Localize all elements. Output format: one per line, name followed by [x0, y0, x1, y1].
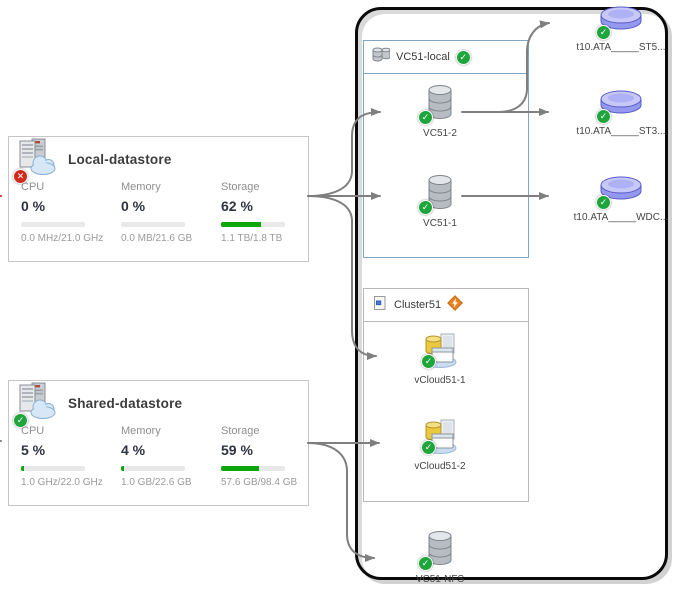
card-header: ✓ Shared-datastore	[13, 382, 183, 428]
card-local-datastore[interactable]: ✕ Local-datastore CPU 0 % 0.0 MHz/21.0 G…	[8, 136, 309, 262]
ok-badge-icon: ✓	[418, 110, 433, 125]
metric-value: 0 %	[21, 198, 46, 214]
node-vcloud51-1[interactable]: ✓ vCloud51-1	[385, 329, 495, 386]
metric-memory: Memory 0 % 0.0 MB/21.6 GB	[121, 181, 216, 244]
metric-value: 4 %	[121, 442, 146, 458]
node-label: VC51-NFS	[415, 574, 465, 585]
group-header-cluster51[interactable]: Cluster51	[364, 289, 528, 322]
datastore-icon: ✓	[418, 528, 459, 573]
progress-bar	[221, 466, 285, 471]
ok-badge-icon: ✓	[13, 412, 28, 428]
disk-icon: ✓	[596, 4, 644, 40]
metric-cpu: CPU 5 % 1.0 GHz/22.0 GHz	[21, 425, 116, 488]
ok-badge-icon: ✓	[421, 440, 436, 455]
vm-icon: ✓	[419, 415, 461, 460]
group-cluster51: Cluster51	[363, 288, 529, 502]
metric-detail: 0.0 MB/21.6 GB	[121, 233, 193, 244]
metric-memory: Memory 4 % 1.0 GB/22.6 GB	[121, 425, 216, 488]
disk-t10-ata-st5[interactable]: ✓ t10.ATA_____ST5...	[567, 4, 675, 53]
error-badge-icon: ✕	[13, 168, 28, 184]
disk-label: t10.ATA_____ST3...	[576, 126, 666, 137]
ok-badge-icon: ✓	[596, 25, 611, 40]
disk-icon: ✓	[596, 174, 644, 210]
card-shared-datastore[interactable]: ✓ Shared-datastore CPU 5 % 1.0 GHz/22.0 …	[8, 380, 309, 506]
metric-label: Storage	[221, 425, 260, 437]
metric-detail: 1.0 GHz/22.0 GHz	[21, 477, 103, 488]
vm-icon: ✓	[419, 329, 461, 374]
group-header-vc51-local[interactable]: VC51-local ✓	[364, 41, 528, 74]
group-label: Cluster51	[394, 299, 442, 311]
host-icon: ✕	[13, 138, 59, 184]
disk-label: t10.ATA_____WDC...	[573, 212, 669, 223]
node-vc51-2[interactable]: ✓ VC51-2	[385, 82, 495, 139]
datastore-icon: ✓	[418, 172, 459, 217]
ha-warning-badge-icon	[447, 294, 463, 316]
ok-badge-icon: ✓	[418, 200, 433, 215]
card-title: Shared-datastore	[68, 395, 183, 411]
node-vcloud51-2[interactable]: ✓ vCloud51-2	[385, 415, 495, 472]
metric-label: CPU	[21, 425, 45, 437]
node-vc51-1[interactable]: ✓ VC51-1	[385, 172, 495, 229]
disk-t10-ata-wdc[interactable]: ✓ t10.ATA_____WDC...	[567, 174, 675, 223]
progress-bar	[21, 222, 85, 227]
card-title: Local-datastore	[68, 151, 172, 167]
ok-badge-icon: ✓	[596, 109, 611, 124]
progress-bar	[121, 222, 185, 227]
metric-detail: 1.0 GB/22.6 GB	[121, 477, 192, 488]
node-label: VC51-2	[423, 128, 457, 139]
card-header: ✕ Local-datastore	[13, 138, 172, 184]
node-label: vCloud51-1	[414, 375, 466, 386]
node-vc51-nfs[interactable]: ✓ VC51-NFS	[385, 528, 495, 585]
node-label: VC51-1	[423, 218, 457, 229]
metric-value: 5 %	[21, 442, 46, 458]
metric-storage: Storage 59 % 57.6 GB/98.4 GB	[221, 425, 316, 488]
disk-t10-ata-st3[interactable]: ✓ t10.ATA_____ST3...	[567, 88, 675, 137]
ok-badge-icon: ✓	[455, 49, 471, 65]
metric-detail: 1.1 TB/1.8 TB	[221, 233, 283, 244]
ok-badge-icon: ✓	[418, 556, 433, 571]
metric-value: 0 %	[121, 198, 146, 214]
host-icon: ✓	[13, 382, 59, 428]
node-label: vCloud51-2	[414, 461, 466, 472]
ok-badge-icon: ✓	[421, 354, 436, 369]
metric-value: 62 %	[221, 198, 253, 214]
metric-cpu: CPU 0 % 0.0 MHz/21.0 GHz	[21, 181, 116, 244]
metric-label: CPU	[21, 181, 45, 193]
datastore-stack-icon	[372, 46, 391, 68]
metric-label: Storage	[221, 181, 260, 193]
metric-detail: 57.6 GB/98.4 GB	[221, 477, 298, 488]
metric-detail: 0.0 MHz/21.0 GHz	[21, 233, 104, 244]
datastore-icon: ✓	[418, 82, 459, 127]
metric-label: Memory	[121, 425, 161, 437]
progress-bar	[21, 466, 85, 471]
metric-storage: Storage 62 % 1.1 TB/1.8 TB	[221, 181, 316, 244]
progress-bar	[221, 222, 285, 227]
cluster-icon	[372, 295, 388, 316]
metric-label: Memory	[121, 181, 161, 193]
disk-icon: ✓	[596, 88, 644, 124]
metric-value: 59 %	[221, 442, 253, 458]
disk-label: t10.ATA_____ST5...	[576, 42, 666, 53]
ok-badge-icon: ✓	[596, 195, 611, 210]
progress-bar	[121, 466, 185, 471]
group-label: VC51-local	[396, 51, 450, 63]
